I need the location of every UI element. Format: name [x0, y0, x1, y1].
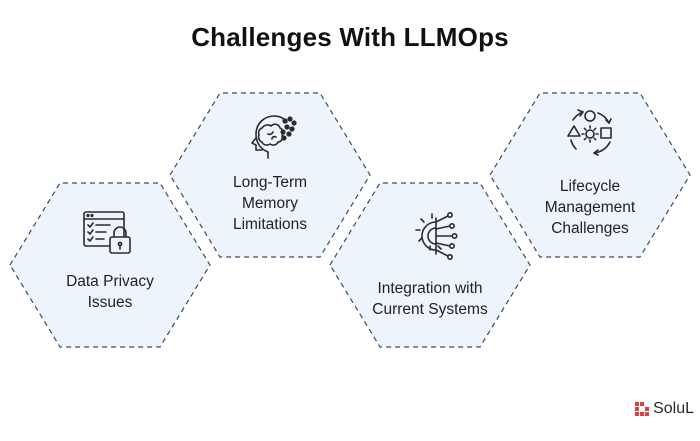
solulab-logo-icon [635, 402, 650, 416]
hexagon-label-integration: Integration with Current Systems [372, 280, 488, 318]
hexagon-label-data-privacy: Data Privacy Issues [66, 273, 154, 311]
lifecycle-cycle-icon [567, 109, 612, 156]
hexagon-long-term-memory [169, 92, 371, 258]
head-memory-icon [251, 115, 297, 159]
brand-logo: SoluL [635, 399, 694, 419]
checklist-lock-icon [83, 211, 131, 254]
hexagon-lifecycle [489, 92, 691, 258]
page-title: Challenges With LLMOps [191, 22, 509, 52]
hexagon-label-long-term-memory: Long-Term Memory Limitations [232, 174, 308, 233]
hexagon-integration [329, 182, 531, 348]
gear-circuit-icon [415, 212, 458, 261]
hexagon-data-privacy [9, 182, 211, 348]
hexagon-label-lifecycle: Lifecycle Management Challenges [544, 178, 636, 237]
brand-text: SoluL [653, 400, 694, 417]
